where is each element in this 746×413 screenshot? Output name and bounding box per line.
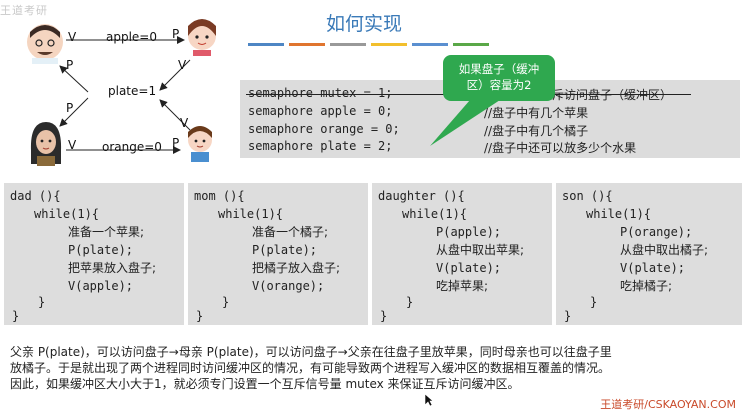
dad-v-label: V	[68, 30, 77, 44]
code-line: P(apple);	[436, 225, 502, 239]
code-line: while(1){	[34, 207, 100, 221]
watermark: 王道考研	[0, 4, 48, 17]
title-color-bars	[248, 43, 489, 46]
dad-avatar-icon	[27, 24, 63, 64]
color-bar	[248, 43, 284, 46]
code-line: P(orange);	[620, 225, 693, 239]
code-line: 把苹果放入盘子;	[68, 261, 157, 275]
color-bar	[453, 43, 489, 46]
code-line: }	[196, 309, 204, 323]
mouse-cursor-icon	[424, 393, 434, 407]
color-bar	[412, 43, 448, 46]
son-v-label: V	[180, 116, 189, 130]
mom-avatar-icon	[30, 122, 62, 166]
semaphore-plate-code: semaphore plate = 2;	[248, 139, 393, 153]
code-line: 吃掉橘子;	[620, 279, 673, 293]
code-line: P(plate);	[252, 243, 318, 257]
semaphore-mutex-comment: 互斥访问盘子（缓冲区）	[540, 88, 673, 102]
code-line: }	[564, 309, 572, 323]
mom-header: mom (){	[194, 189, 245, 203]
code-line: 从盘中取出苹果;	[436, 243, 525, 257]
color-bar	[330, 43, 366, 46]
semaphore-orange-code: semaphore orange = 0;	[248, 122, 400, 136]
orange-label: orange=0	[102, 140, 162, 154]
apple-label: apple=0	[106, 30, 157, 44]
dad-p-label: P	[66, 58, 74, 72]
code-line: 把橘子放入盘子;	[252, 261, 341, 275]
diagram-arrows	[59, 36, 191, 154]
color-bar	[371, 43, 407, 46]
code-line: }	[380, 309, 388, 323]
daughter-p-label: P	[172, 27, 180, 41]
code-line: }	[406, 295, 414, 309]
semaphore-apple-code: semaphore apple = 0;	[248, 104, 393, 118]
code-panel-daughter: daughter (){ while(1){ P(apple); 从盘中取出苹果…	[372, 183, 554, 325]
dad-header: dad (){	[10, 189, 61, 203]
slide-title: 如何实现	[326, 13, 403, 35]
code-panel-dad: dad (){ while(1){ 准备一个苹果; P(plate); 把苹果放…	[4, 183, 186, 325]
semaphore-plate-comment: //盘子中还可以放多少个水果	[484, 141, 637, 155]
code-line: 吃掉苹果;	[436, 279, 489, 293]
process-diagram: V apple=0 P P V plate=1 P V V orange=0 P	[0, 0, 240, 180]
explanation-line: 因此，如果缓冲区大小大于1，就必须专门设置一个互斥信号量 mutex 来保证互斥…	[10, 377, 520, 391]
code-line: V(orange);	[252, 279, 325, 293]
code-line: 准备一个橘子;	[252, 225, 329, 239]
color-bar	[289, 43, 325, 46]
explanation-text: 父亲 P(plate)，可以访问盘子→母亲 P(plate)，可以访问盘子→父亲…	[10, 344, 740, 392]
code-line: V(apple);	[68, 279, 134, 293]
semaphore-apple-comment: //盘子中有几个苹果	[484, 106, 589, 120]
code-line: }	[12, 309, 20, 323]
son-avatar-icon	[188, 126, 212, 162]
code-panel-mom: mom (){ while(1){ 准备一个橘子; P(plate); 把橘子放…	[188, 183, 370, 325]
code-line: }	[590, 295, 598, 309]
explanation-line: 放橘子。于是就出现了两个进程同时访问缓冲区的情况，有可能导致两个进程写入缓冲区的…	[10, 361, 611, 375]
mom-v-label: V	[68, 138, 77, 152]
son-header: son (){	[562, 189, 613, 203]
capacity-callout: 如果盘子（缓冲区）容量为2	[443, 55, 555, 101]
semaphore-orange-comment: //盘子中有几个橘子	[484, 124, 589, 138]
code-line: P(plate);	[68, 243, 134, 257]
code-line: }	[222, 295, 230, 309]
code-line: 准备一个苹果;	[68, 225, 145, 239]
footer-brand: 王道考研/CSKAOYAN.COM	[600, 398, 736, 411]
semaphore-mutex-code: semaphore mutex = 1;	[248, 86, 393, 100]
daughter-avatar-icon	[188, 19, 216, 56]
code-line: }	[38, 295, 46, 309]
code-line: while(1){	[402, 207, 468, 221]
mom-p-label: P	[66, 101, 74, 115]
daughter-header: daughter (){	[378, 189, 465, 203]
explanation-line: 父亲 P(plate)，可以访问盘子→母亲 P(plate)，可以访问盘子→父亲…	[10, 345, 612, 359]
code-line: while(1){	[586, 207, 652, 221]
code-line: V(plate);	[436, 261, 502, 275]
daughter-v-label: V	[178, 58, 187, 72]
plate-label: plate=1	[108, 84, 157, 98]
code-line: V(plate);	[620, 261, 686, 275]
code-line: while(1){	[218, 207, 284, 221]
son-p-label: P	[172, 136, 180, 150]
code-panel-son: son (){ while(1){ P(orange); 从盘中取出橘子; V(…	[556, 183, 742, 325]
code-line: 从盘中取出橘子;	[620, 243, 709, 257]
